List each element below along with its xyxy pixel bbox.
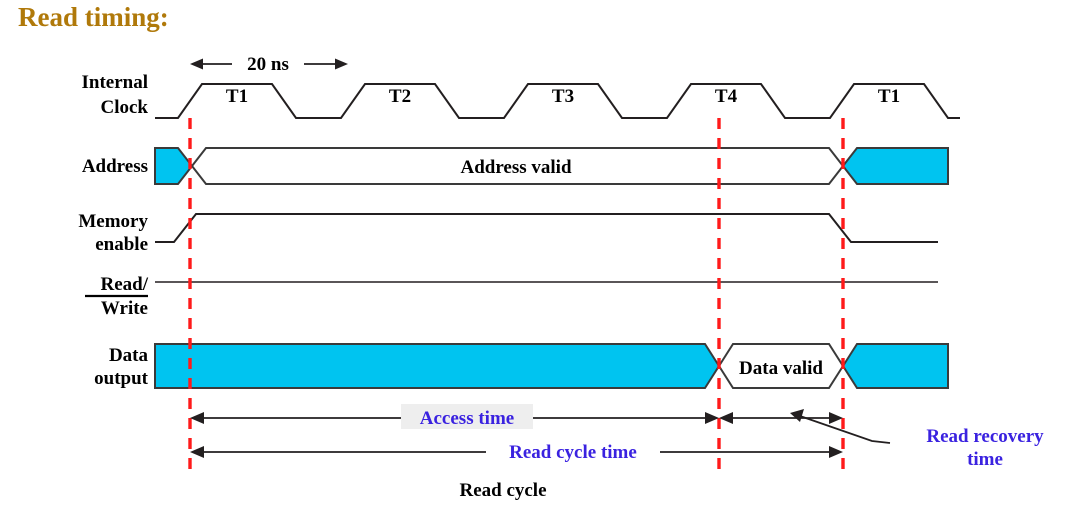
address-label-line1: Address — [82, 156, 148, 177]
data-output-label-line1: Data — [109, 345, 149, 366]
waveform-memory-enable — [155, 213, 938, 243]
signal-label-memory-enable: Memory enable — [78, 211, 148, 255]
access-time-arrow-left-head — [190, 412, 204, 424]
signal-label-address: Address — [82, 156, 148, 177]
internal-clock-label-line2: Clock — [101, 97, 149, 118]
internal-clock-label-line1: Internal — [82, 72, 149, 93]
clock-phase-label-t2: T2 — [389, 86, 411, 107]
signal-labels-column: Internal Clock Address Memory enable Rea… — [78, 72, 148, 389]
read-recovery-time-label-line1: Read recovery — [926, 426, 1044, 447]
period-arrow-right-head — [335, 58, 348, 70]
data-bus-invalid-left — [154, 343, 721, 389]
page-title: Read timing: — [18, 2, 169, 32]
read-cycle-time-arrow-left-head — [190, 446, 204, 458]
read-cycle-footer-label: Read cycle — [459, 480, 546, 501]
period-annotation-20ns: 20 ns — [190, 50, 348, 75]
signal-label-data-output: Data output — [94, 345, 149, 389]
access-time-label-highlight — [401, 404, 533, 429]
measurement-access-time: Access time — [190, 404, 719, 429]
recovery-arrow-left-head — [719, 412, 733, 424]
clock-phase-label-t1-second: T1 — [878, 86, 900, 107]
waveform-internal-clock: T1 T2 T3 T4 T1 — [155, 83, 960, 119]
data-output-label-line2: output — [94, 368, 149, 389]
signal-label-read-write: Read/ Write — [85, 274, 149, 319]
waveform-address: Address valid — [154, 147, 949, 185]
recovery-arrow-right-head — [829, 412, 843, 424]
memory-enable-label-line1: Memory — [78, 211, 148, 232]
measurement-read-recovery-time: Read recovery time — [719, 409, 1044, 470]
period-label-backdrop — [232, 50, 304, 72]
period-arrow-left-head — [190, 58, 203, 70]
access-time-arrow-right-head — [705, 412, 719, 424]
recovery-leader-arrow-head — [790, 409, 804, 422]
read-cycle-time-label-backdrop — [486, 438, 660, 463]
clock-phase-label-t4: T4 — [715, 86, 738, 107]
read-cycle-time-label: Read cycle time — [509, 442, 637, 463]
read-write-label-line1: Read/ — [101, 274, 149, 295]
read-write-label-line2: Write — [101, 298, 148, 319]
read-recovery-time-label-line2: time — [967, 449, 1003, 470]
address-bus-invalid-left — [154, 147, 194, 185]
address-bus-invalid-right — [841, 147, 949, 185]
period-label-20ns: 20 ns — [247, 54, 289, 75]
signal-label-internal-clock: Internal Clock — [82, 72, 149, 118]
measurement-read-cycle-time: Read cycle time — [190, 438, 843, 463]
access-time-label: Access time — [420, 408, 514, 429]
address-valid-label: Address valid — [460, 157, 571, 178]
data-valid-label: Data valid — [739, 358, 823, 379]
data-bus-invalid-right — [841, 343, 949, 389]
waveform-data-output: Data valid — [154, 343, 949, 389]
read-cycle-time-arrow-right-head — [829, 446, 843, 458]
memory-enable-label-line2: enable — [95, 234, 148, 255]
clock-phase-label-t3: T3 — [552, 86, 574, 107]
clock-phase-label-t1-first: T1 — [226, 86, 248, 107]
